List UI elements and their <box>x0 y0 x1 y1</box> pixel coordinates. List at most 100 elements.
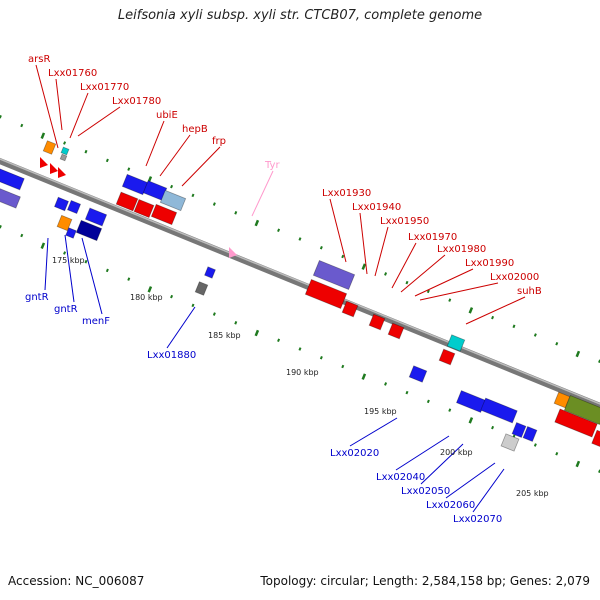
tick-dot <box>491 425 495 430</box>
leader-line <box>420 443 464 485</box>
kbp-tick-label: 175 kbp <box>52 256 85 265</box>
gene-feature <box>115 191 139 212</box>
tick-dot <box>20 123 24 128</box>
tick-dot <box>127 277 131 281</box>
accession-text: Accession: NC_006087 <box>8 574 145 588</box>
tick-dot <box>555 452 559 456</box>
gene-feature <box>387 322 405 340</box>
tick-dot <box>468 307 474 314</box>
gene-feature <box>194 281 209 296</box>
leader-line <box>251 170 274 217</box>
gene-label: Lxx02020 <box>330 448 379 459</box>
leader-line <box>69 92 89 139</box>
gene-feature <box>480 397 518 424</box>
gene-label: Lxx02060 <box>426 500 475 511</box>
tick-dot <box>341 254 345 259</box>
gene-feature <box>438 348 456 366</box>
leader-line <box>159 134 191 177</box>
gene-label: Lxx01970 <box>408 232 457 243</box>
tick-dot <box>361 373 367 380</box>
tick-dot <box>426 399 430 404</box>
tick-dot <box>512 324 516 329</box>
gene-feature <box>563 394 600 426</box>
leader-line <box>391 242 417 289</box>
kbp-tick-label: 205 kbp <box>516 489 549 498</box>
tick-dot <box>319 355 323 360</box>
gene-arrow <box>58 167 66 178</box>
tick-dot <box>127 167 131 171</box>
tick-dot <box>298 237 302 241</box>
tick-dot <box>234 211 238 215</box>
tick-dot <box>147 286 153 293</box>
gene-feature <box>56 214 73 232</box>
tick-dot <box>234 321 238 325</box>
tick-dot <box>84 259 88 264</box>
leader-line <box>166 306 196 349</box>
label-leader-lines <box>35 64 526 513</box>
gene-feature <box>0 187 21 209</box>
leader-line <box>400 254 446 293</box>
leader-line <box>465 296 526 325</box>
gene-label: gntR <box>54 304 78 315</box>
map-title: Leifsonia xyli subsp. xyli str. CTCB07, … <box>117 8 483 23</box>
gene-feature <box>75 219 103 242</box>
leader-line <box>414 268 474 297</box>
tick-dot <box>555 342 559 346</box>
tick-dot <box>533 333 537 337</box>
tick-dot <box>341 364 345 369</box>
gene-feature <box>150 203 178 226</box>
tick-dot <box>170 294 174 299</box>
leader-line <box>145 120 165 167</box>
leader-line <box>359 212 368 275</box>
tick-dot <box>191 193 195 198</box>
tick-dot <box>212 202 216 206</box>
gene-feature <box>0 167 25 191</box>
gene-label: ubiE <box>156 110 178 121</box>
gene-feature <box>66 199 82 215</box>
tick-dot <box>405 390 409 395</box>
tick-dot <box>533 443 537 447</box>
tick-dot <box>254 219 260 227</box>
tick-dot <box>448 298 452 302</box>
leader-line <box>349 417 398 447</box>
kbp-tick-label: 200 kbp <box>440 448 473 457</box>
gene-label: Lxx01940 <box>352 202 401 213</box>
gene-label: suhB <box>517 286 542 297</box>
gene-label: Lxx01760 <box>48 68 97 79</box>
leader-line <box>374 226 389 277</box>
gene-feature <box>511 422 527 438</box>
tick-dot <box>105 158 109 163</box>
gene-feature <box>133 198 155 219</box>
gene-features <box>0 140 600 452</box>
gene-feature <box>65 227 77 239</box>
kbp-tick-dots <box>0 115 600 474</box>
gene-label: gntR <box>25 292 49 303</box>
gene-feature <box>60 146 70 156</box>
leader-line <box>44 237 49 291</box>
gene-label: Lxx01950 <box>380 216 429 227</box>
gene-label: Lxx01880 <box>147 350 196 361</box>
gene-label: Lxx02050 <box>401 486 450 497</box>
gene-feature <box>42 140 57 155</box>
gene-label: Lxx01770 <box>80 82 129 93</box>
tick-dot <box>319 245 323 250</box>
tick-dot <box>40 242 46 249</box>
gene-label: Lxx01990 <box>465 258 514 269</box>
tick-dot <box>575 460 581 468</box>
tick-dot <box>170 184 174 189</box>
gene-label: Lxx02000 <box>490 272 539 283</box>
gene-feature <box>84 207 108 227</box>
gene-arrow <box>40 157 48 168</box>
kbp-tick-label: 185 kbp <box>208 331 241 340</box>
gene-feature <box>54 196 69 212</box>
tick-dot <box>361 263 367 270</box>
tick-dot <box>191 303 195 308</box>
gene-feature <box>304 278 348 310</box>
gene-label: Lxx02070 <box>453 514 502 525</box>
gene-feature <box>368 313 386 331</box>
leader-line <box>77 106 121 137</box>
gene-feature <box>408 365 428 383</box>
tick-dot <box>277 338 281 343</box>
gene-label: Tyr <box>264 160 280 171</box>
genome-backbone-highlight <box>0 158 600 405</box>
